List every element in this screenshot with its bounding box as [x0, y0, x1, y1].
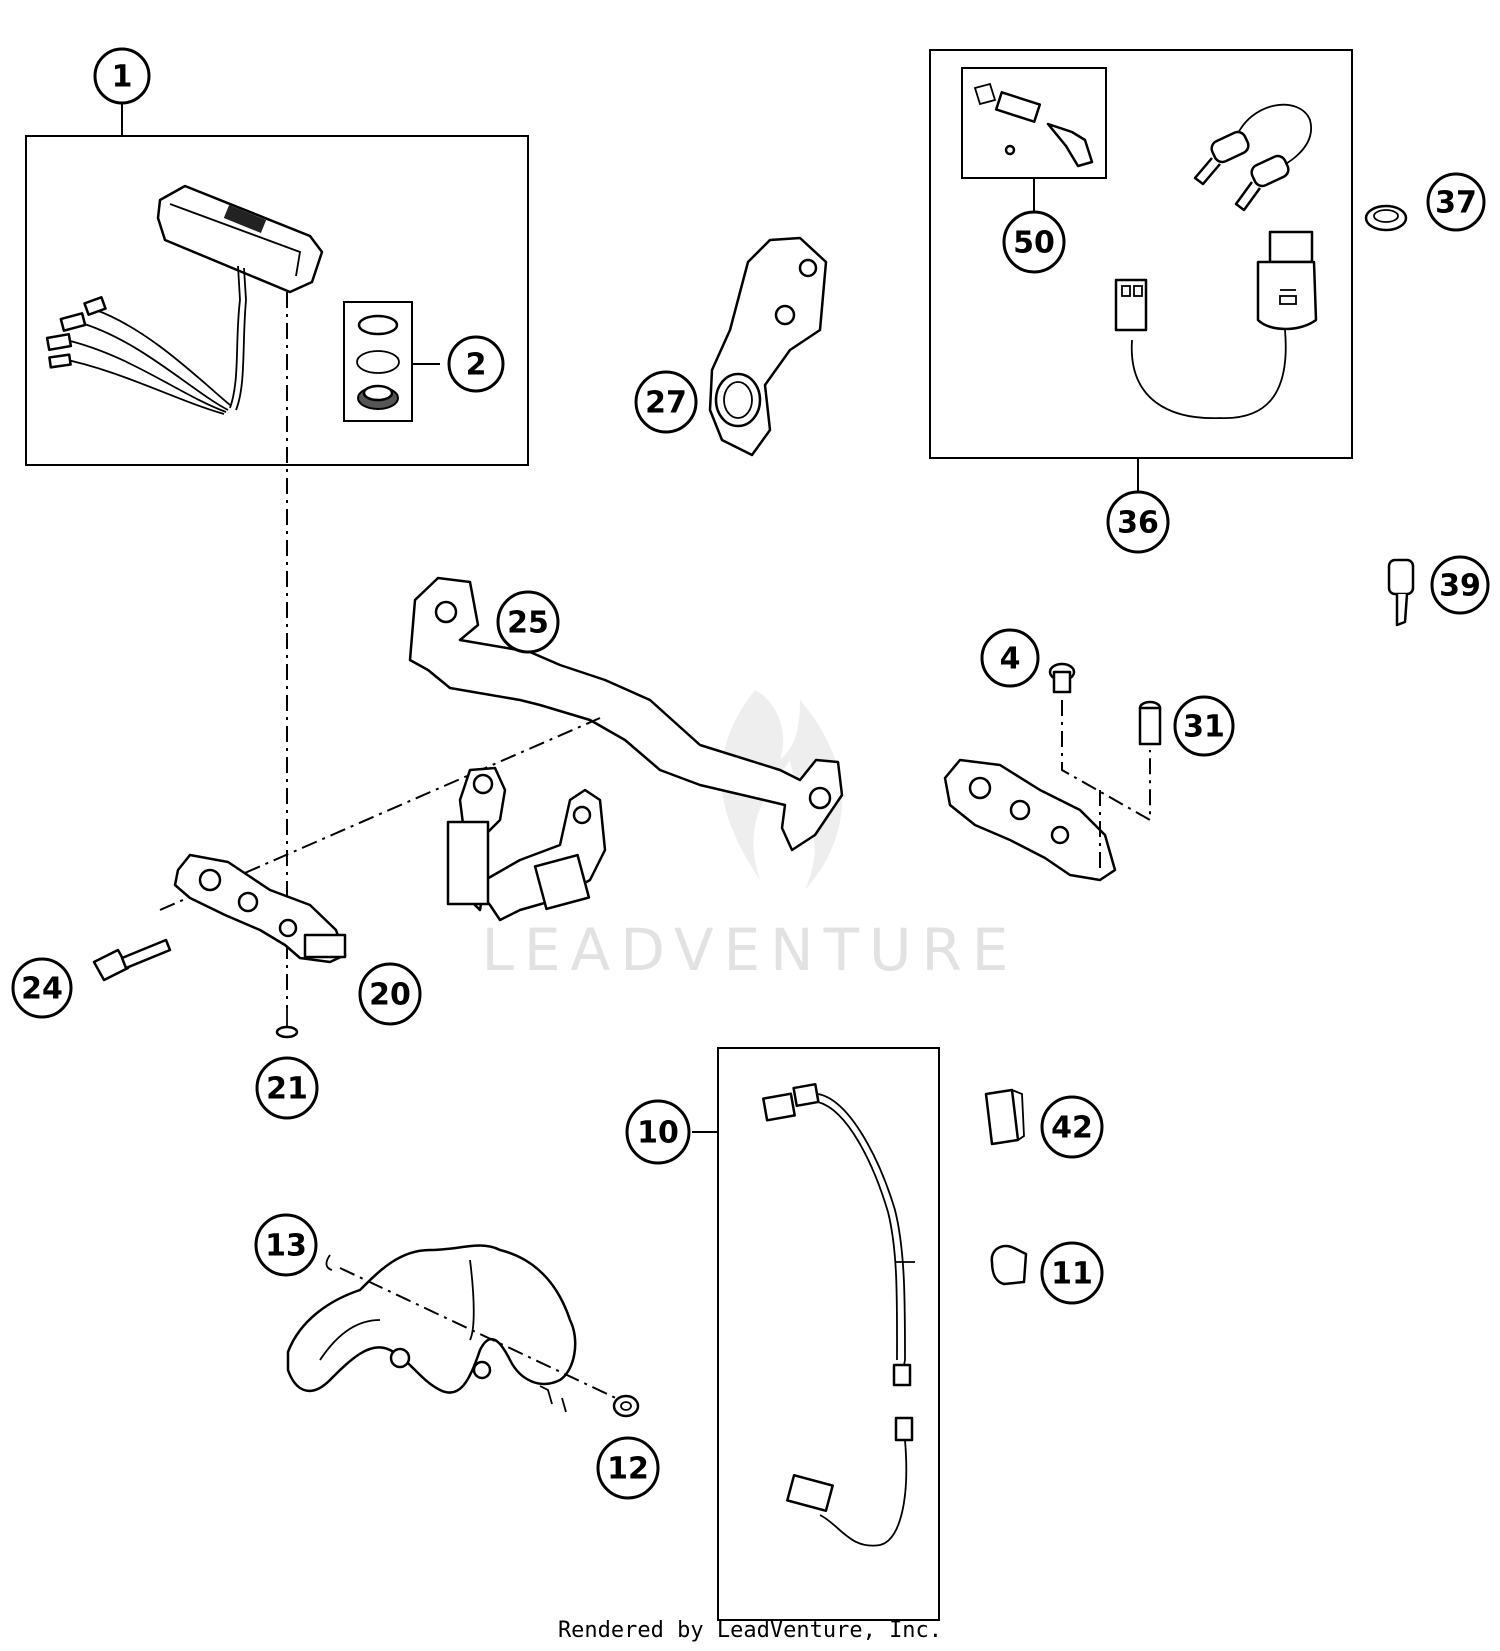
disc-nut-part	[612, 1394, 640, 1418]
callout-4: 4	[980, 628, 1040, 688]
speed-sensor-cable-box	[717, 1047, 940, 1621]
callout-50-label: 50	[1013, 226, 1055, 261]
callout-1: 1	[93, 47, 151, 105]
screw-part	[275, 1008, 299, 1039]
dashboard-group-box	[25, 135, 529, 466]
callout-25: 25	[496, 590, 560, 654]
callout-2-label: 2	[466, 348, 487, 383]
brake-disc-guard-part	[286, 1244, 577, 1394]
callout-11-label: 11	[1051, 1257, 1093, 1292]
ignition-switch-group-box	[929, 49, 1353, 459]
watermark-text: LEADVENTURE	[482, 916, 1019, 984]
callout-10-label: 10	[637, 1116, 679, 1151]
lock-cylinder-parts	[973, 82, 1094, 168]
triple-clamp-left	[173, 853, 347, 964]
headlight-mount-bracket	[446, 766, 607, 922]
watermark: LEADVENTURE	[482, 690, 1019, 984]
triple-clamp-right	[943, 758, 1117, 882]
callout-12-label: 12	[607, 1452, 649, 1487]
switch-nut-part	[1364, 204, 1408, 232]
sleeve-part	[1138, 700, 1162, 746]
callout-36: 36	[1106, 490, 1170, 554]
callout-27-label: 27	[645, 386, 687, 421]
disc-fastener-hint	[539, 1385, 567, 1413]
callout-39-label: 39	[1439, 569, 1481, 604]
callout-36-label: 36	[1117, 506, 1159, 541]
ignition-keys	[1193, 103, 1312, 212]
callout-21-label: 21	[266, 1072, 308, 1107]
clamp-bolt-part	[92, 938, 172, 982]
callout-42-label: 42	[1051, 1111, 1093, 1146]
callout-42: 42	[1040, 1095, 1104, 1159]
speed-sensor-cable	[762, 1082, 915, 1547]
speedometer-unit	[45, 184, 324, 415]
callout-24: 24	[11, 957, 73, 1019]
callout-31-label: 31	[1183, 710, 1225, 745]
screen-kit-parts	[356, 314, 400, 410]
headlight-holder-bar	[408, 576, 844, 852]
ignition-switch	[1114, 230, 1318, 419]
callout-21: 21	[255, 1056, 319, 1120]
flame-logo-icon	[721, 690, 842, 890]
spare-key-part	[1387, 558, 1415, 627]
assembly-line-holder	[159, 717, 601, 911]
callout-50: 50	[1002, 210, 1066, 274]
callout-20: 20	[358, 962, 422, 1026]
assembly-line-right-clamp	[1061, 700, 1151, 822]
callout-24-label: 24	[21, 972, 63, 1007]
callout-37: 37	[1426, 172, 1486, 232]
ignition-bracket-part	[708, 236, 828, 457]
rubber-plug-part	[1048, 662, 1076, 694]
callout-10: 10	[625, 1099, 691, 1165]
callout-1-label: 1	[112, 60, 133, 95]
callout-39: 39	[1430, 555, 1490, 615]
render-credit: Rendered by LeadVenture, Inc.	[557, 1618, 943, 1643]
callout-11: 11	[1040, 1241, 1104, 1305]
assembly-line-disc	[339, 1267, 621, 1401]
callout-25-label: 25	[507, 606, 549, 641]
callout-13: 13	[254, 1213, 318, 1277]
callout-13-label: 13	[265, 1229, 307, 1264]
callout-2: 2	[447, 335, 505, 393]
callout-27: 27	[634, 370, 698, 434]
cable-clamp-part	[990, 1244, 1028, 1286]
callout-4-label: 4	[1000, 642, 1021, 677]
callout-31: 31	[1173, 695, 1235, 757]
callout-20-label: 20	[369, 978, 411, 1013]
cable-clip-part	[984, 1088, 1025, 1146]
callout-12: 12	[596, 1436, 660, 1500]
callout-37-label: 37	[1435, 186, 1477, 221]
screen-kit-box	[343, 301, 413, 422]
